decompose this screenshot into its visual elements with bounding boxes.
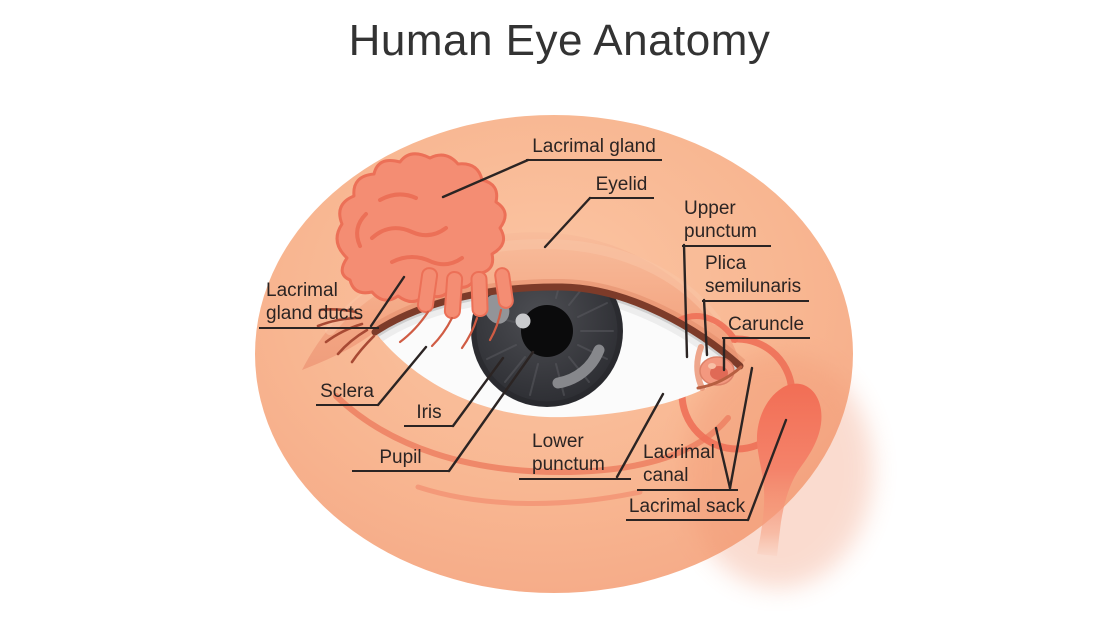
pupil-glint [515,313,531,329]
leader-lacrimal-sack [746,418,788,522]
pupil-shape [521,305,573,357]
lower-lid-creases [333,393,731,506]
label-line: canal [643,465,689,486]
label-line: Lacrimal [643,442,715,463]
label-lacrimal-gland-ducts: Lacrimal gland ducts [259,279,379,329]
label-line: punctum [532,454,605,475]
label-line: semilunaris [705,276,802,297]
leader-lacrimal-gland [441,158,530,199]
label-line: Caruncle [727,314,805,335]
plica-semilunaris-shape [694,344,705,391]
leader-plica-semilunaris [702,298,709,357]
leader-lacrimal-gland-ducts [369,275,406,328]
label-lacrimal-sack: Lacrimal sack [626,495,748,521]
label-iris: Iris [404,401,454,427]
eyelashes [316,308,376,364]
iris-crescent-highlight [552,344,605,389]
lacrimal-sack-shape [756,383,822,556]
label-caruncle: Caruncle [722,313,810,339]
leader-iris [451,356,505,428]
label-plica-semilunaris: Plica semilunaris [702,252,809,302]
label-lacrimal-gland: Lacrimal gland [526,135,662,161]
leader-pupil [447,350,535,473]
caruncle-highlight [708,363,716,369]
label-line: Iris [416,402,442,423]
label-line: Pupil [379,447,422,468]
label-line: Sclera [320,381,374,402]
gland-lobule-lines [355,192,464,267]
inner-corner-group [694,344,743,391]
leader-sclera [376,345,428,407]
label-line: gland ducts [266,303,364,324]
label-line: Lacrimal sack [628,496,746,517]
page-title: Human Eye Anatomy [348,16,771,65]
lacrimal-gland-shape [335,152,514,350]
label-sclera: Sclera [316,380,378,406]
leader-lines [369,158,788,522]
label-line: Upper [684,198,736,219]
label-line: Lower [532,431,584,452]
leader-lacrimal-canal-upper [728,366,754,490]
corner-lower-edge [696,365,743,390]
label-lacrimal-canal: Lacrimal canal [637,441,738,491]
label-lower-punctum: Lower punctum [519,430,631,480]
label-eyelid: Eyelid [589,173,654,199]
leader-eyelid [543,196,592,249]
label-line: Eyelid [595,174,648,195]
label-upper-punctum: Upper punctum [682,197,771,247]
gland-duct-lines [398,308,503,350]
label-line: punctum [684,221,757,242]
leader-upper-punctum [682,243,689,359]
label-line: Plica [705,253,747,274]
label-line: Lacrimal [266,280,338,301]
label-pupil: Pupil [352,446,449,472]
leader-lacrimal-canal-lower [714,426,732,490]
label-line: Lacrimal gland [532,136,656,157]
leader-lower-punctum [615,392,665,479]
